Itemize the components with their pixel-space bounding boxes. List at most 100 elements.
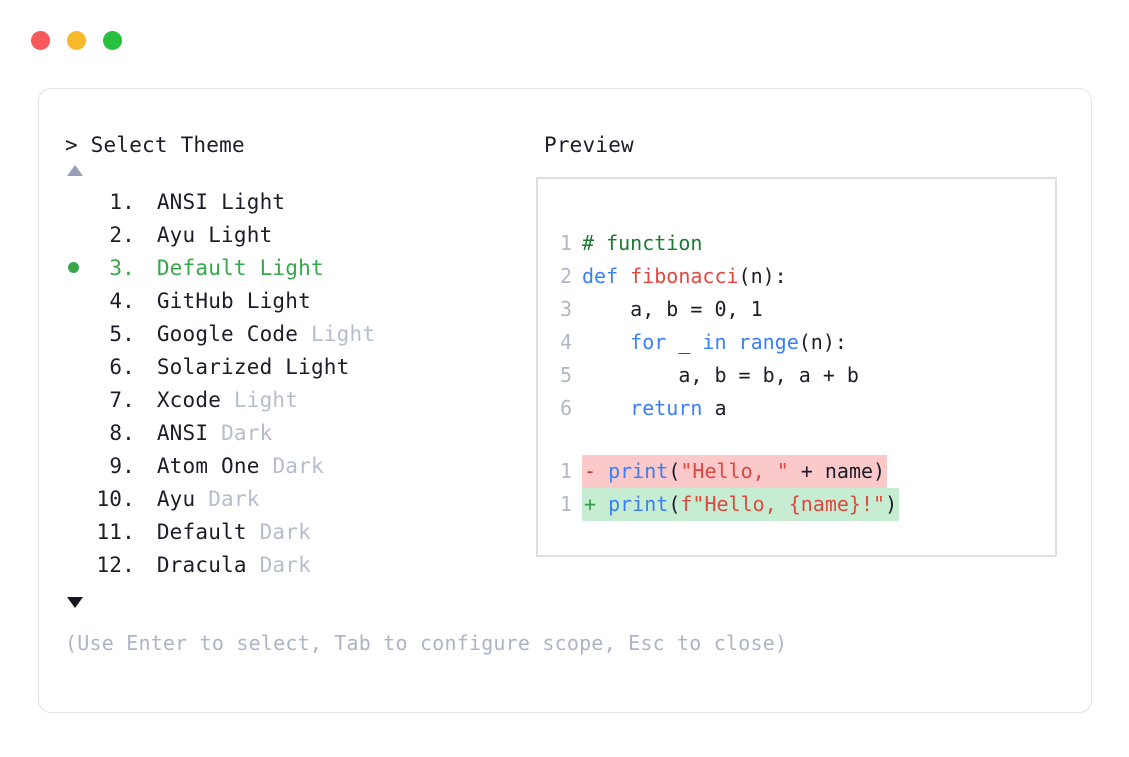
theme-item-space [247, 256, 260, 280]
theme-item-index: 5. [109, 321, 135, 346]
code-token-keyword: return [630, 396, 703, 420]
theme-item-name: ANSI [156, 189, 209, 214]
code-token-keyword: def [582, 264, 631, 288]
theme-item-name: Xcode [156, 387, 222, 412]
minimize-window-button[interactable] [67, 31, 86, 50]
code-line: 3 a, b = 0, 1 [558, 293, 859, 326]
theme-item-variant: Dark [259, 552, 311, 577]
theme-item-index: 9. [109, 453, 135, 478]
theme-item-spacer [135, 388, 157, 412]
code-token-plain: ) [885, 492, 898, 516]
code-token-plain: _ [666, 330, 703, 354]
theme-item-space [195, 487, 208, 511]
theme-item-name: Default [156, 255, 247, 280]
line-number: 2 [559, 264, 572, 288]
theme-item-index: 2. [109, 222, 135, 247]
theme-item-variant: Dark [259, 519, 311, 544]
theme-list-item[interactable]: 4. GitHub Light [65, 284, 535, 317]
theme-list-item[interactable]: 8. ANSI Dark [65, 416, 535, 449]
window-controls [31, 31, 122, 50]
code-token-keyword: for [630, 330, 667, 354]
code-token-func: fibonacci [630, 264, 739, 288]
code-token-plain: (n): [738, 264, 787, 288]
theme-item-space [208, 421, 221, 445]
theme-item-name: ANSI [156, 420, 209, 445]
theme-item-name: Google Code [156, 321, 299, 346]
theme-item-index: 11. [96, 519, 135, 544]
code-line: 1 # function [558, 227, 859, 260]
code-token-plain: ( [668, 459, 681, 483]
theme-item-space [234, 289, 247, 313]
theme-item-spacer [135, 322, 157, 346]
theme-item-index: 3. [109, 255, 135, 280]
theme-item-index: 12. [96, 552, 135, 577]
code-token-plain: ( [668, 492, 681, 516]
theme-item-name: Default [156, 519, 247, 544]
theme-list-item[interactable]: 6. Solarized Light [65, 350, 535, 383]
theme-list-item[interactable]: 3. Default Light [65, 251, 535, 284]
preview-title: Preview [544, 133, 634, 157]
theme-item-index: 10. [96, 486, 135, 511]
close-window-button[interactable] [31, 31, 50, 50]
theme-item-variant: Light [208, 222, 273, 247]
code-token-plain: a, b = b, a + b [582, 363, 859, 387]
code-line: 6 return a [558, 392, 859, 425]
theme-list-item[interactable]: 10. Ayu Dark [65, 482, 535, 515]
theme-item-index: 7. [109, 387, 135, 412]
code-line: 5 a, b = b, a + b [558, 359, 859, 392]
code-token-plain: + name) [788, 459, 886, 483]
theme-item-variant: Dark [208, 486, 260, 511]
triangle-down-icon[interactable] [67, 597, 83, 608]
theme-list-item[interactable]: 1. ANSI Light [65, 185, 535, 218]
diff-highlight: - print("Hello, " + name) [582, 455, 888, 488]
code-token-plain [582, 396, 630, 420]
code-token-keyword: in range [702, 330, 799, 354]
theme-item-variant: Dark [221, 420, 273, 445]
diff-marker: + [584, 492, 609, 516]
maximize-window-button[interactable] [103, 31, 122, 50]
theme-item-spacer [135, 190, 157, 214]
theme-list-item[interactable]: 11. Default Dark [65, 515, 535, 548]
code-token-plain [582, 330, 630, 354]
code-token-keyword: print [608, 459, 669, 483]
theme-item-space [208, 190, 221, 214]
theme-item-variant: Light [246, 288, 311, 313]
theme-item-variant: Light [285, 354, 350, 379]
theme-item-name: Dracula [156, 552, 247, 577]
code-token-keyword: print [608, 492, 669, 516]
code-line: 4 for _ in range(n): [558, 326, 859, 359]
line-number: 3 [559, 297, 572, 321]
theme-item-space [195, 223, 208, 247]
theme-list-item[interactable]: 9. Atom One Dark [65, 449, 535, 482]
theme-list-item[interactable]: 5. Google Code Light [65, 317, 535, 350]
theme-item-space [260, 454, 273, 478]
code-token-comment: # function [582, 231, 703, 255]
code-token-plain: (n): [798, 330, 847, 354]
keyboard-hint: (Use Enter to select, Tab to configure s… [65, 631, 788, 655]
theme-item-spacer [135, 520, 157, 544]
triangle-up-icon[interactable] [67, 165, 83, 176]
code-token-plain: a, b = 0, 1 [582, 297, 763, 321]
theme-item-index: 4. [109, 288, 135, 313]
diff-line-add: 1+ print(f"Hello, {name}!") [558, 488, 900, 521]
line-number: 1 [559, 492, 572, 516]
theme-item-name: Ayu [156, 222, 196, 247]
line-number: 6 [559, 396, 572, 420]
selection-bullet-slot [65, 262, 93, 273]
theme-item-index: 6. [109, 354, 135, 379]
theme-item-space [221, 388, 234, 412]
line-number: 1 [559, 231, 572, 255]
diff-line-del: 1 - print("Hello, " + name) [558, 455, 899, 488]
theme-item-variant: Light [259, 255, 324, 280]
theme-list-item[interactable]: 12. Dracula Dark [65, 548, 535, 581]
code-line: 2 def fibonacci(n): [558, 260, 859, 293]
line-number: 1 [559, 459, 572, 483]
theme-list-item[interactable]: 2. Ayu Light [65, 218, 535, 251]
theme-list-item[interactable]: 7. Xcode Light [65, 383, 535, 416]
